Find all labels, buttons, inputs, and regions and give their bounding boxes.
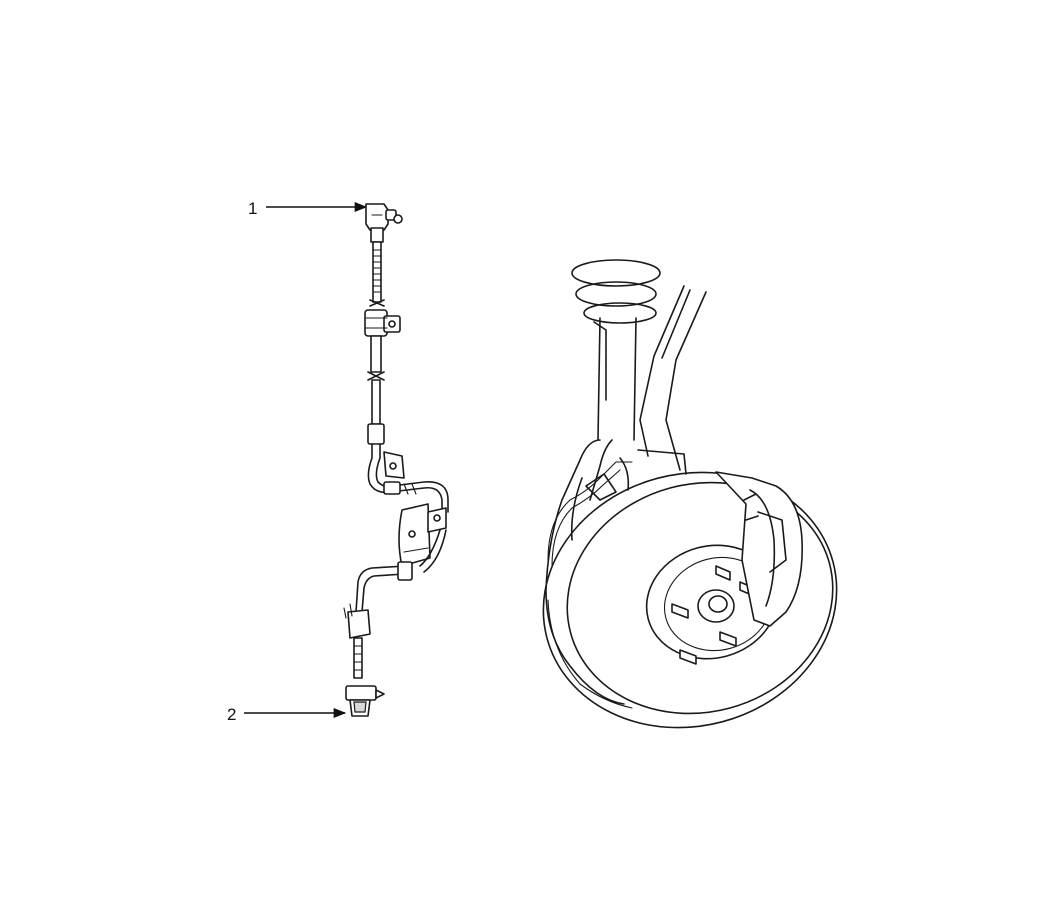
- wheel-speed-sensor: [345, 685, 385, 717]
- upper-bracket: [367, 443, 449, 513]
- harness-connector: [365, 203, 403, 243]
- coil-spring: [571, 259, 661, 324]
- strut: [593, 317, 637, 441]
- callout-1-label: 1: [248, 199, 257, 218]
- knuckle-body: [545, 439, 687, 705]
- sensor-cable-assembly: [343, 203, 449, 717]
- cable-grommet: [364, 309, 401, 337]
- lower-cable-segment: [343, 561, 413, 679]
- wheel-knuckle-assembly: [542, 259, 838, 729]
- knuckle-arm: [639, 285, 707, 471]
- wheel-hub: [671, 565, 755, 665]
- callout-2: 2: [227, 705, 347, 724]
- callout-1: 1: [248, 199, 368, 218]
- middle-cable-segment: [367, 335, 385, 445]
- upper-cable-segment: [369, 241, 385, 307]
- lower-bracket: [398, 503, 447, 573]
- knuckle-sensor-wire: [547, 461, 633, 709]
- brake-caliper: [715, 471, 803, 627]
- callout-2-label: 2: [227, 705, 236, 724]
